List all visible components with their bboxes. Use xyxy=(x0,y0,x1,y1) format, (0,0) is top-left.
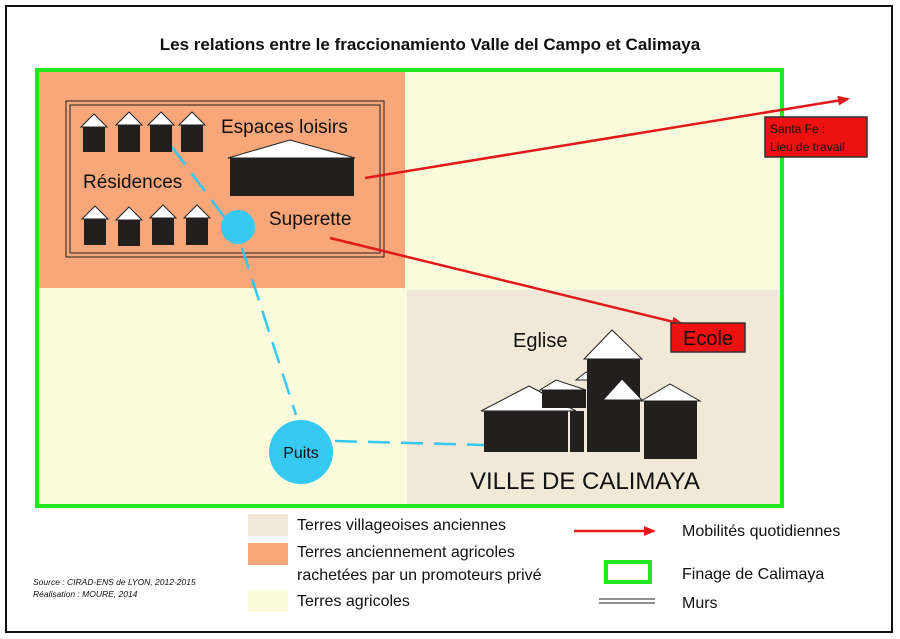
house-icon xyxy=(114,206,144,246)
house-icon xyxy=(177,111,207,152)
santa-fe-line1: Santa Fe : xyxy=(770,122,825,136)
legend: Terres villageoises anciennes Terres anc… xyxy=(248,514,840,612)
label-residences: Résidences xyxy=(83,172,182,193)
source-line2: Réalisation : MOURE, 2014 xyxy=(33,589,138,599)
house-icon xyxy=(80,205,110,245)
houses-bottom-row xyxy=(80,204,212,246)
house-icon xyxy=(146,111,176,152)
legend-swatch-agricole xyxy=(248,590,288,612)
wall-inner xyxy=(69,104,381,254)
houses-top-row xyxy=(79,111,207,152)
legend-terres-anciennement-1: Terres anciennement agricoles xyxy=(297,544,515,561)
finage-border xyxy=(35,68,784,508)
label-ecole: Ecole xyxy=(683,328,733,350)
house-icon xyxy=(182,204,212,245)
source-line1: Source : CIRAD-ENS de LYON, 2012-2015 xyxy=(33,577,196,587)
label-ville-de-calimaya: VILLE DE CALIMAYA xyxy=(470,468,700,495)
legend-murs: Murs xyxy=(682,595,718,612)
house-icon xyxy=(79,113,109,152)
wall-outer xyxy=(65,100,385,258)
ecole-box: Ecole xyxy=(670,322,746,353)
legend-finage: Finage de Calimaya xyxy=(682,566,824,583)
house-icon xyxy=(114,111,144,152)
legend-swatch-promoteur xyxy=(248,543,288,565)
legend-terres-agricoles: Terres agricoles xyxy=(297,593,410,610)
superette-marker xyxy=(221,210,255,244)
house-icon xyxy=(148,204,178,245)
santa-fe-line2: Lieu de travail xyxy=(770,140,845,154)
label-superette: Superette xyxy=(269,209,351,230)
santa-fe-box: Santa Fe : Lieu de travail xyxy=(764,116,868,158)
legend-terres-anciennement-2: rachetées par un promoteurs privé xyxy=(297,567,542,584)
legend-terres-villageoises: Terres villageoises anciennes xyxy=(297,517,506,534)
diagram-title: Les relations entre le fraccionamiento V… xyxy=(160,35,701,54)
arrow-icon xyxy=(329,236,684,327)
arrow-icon xyxy=(364,95,850,180)
label-puits: Puits xyxy=(283,445,319,462)
legend-swatch-finage xyxy=(604,560,652,584)
legend-mobilites: Mobilités quotidiennes xyxy=(682,523,840,540)
church-icon xyxy=(480,329,702,459)
label-eglise: Eglise xyxy=(513,330,567,352)
well-icon: Puits xyxy=(269,420,333,484)
well-connections xyxy=(170,146,485,447)
leisure-building xyxy=(227,139,356,196)
legend-swatch-villageois xyxy=(248,514,288,536)
label-espaces-loisirs: Espaces loisirs xyxy=(221,117,348,138)
